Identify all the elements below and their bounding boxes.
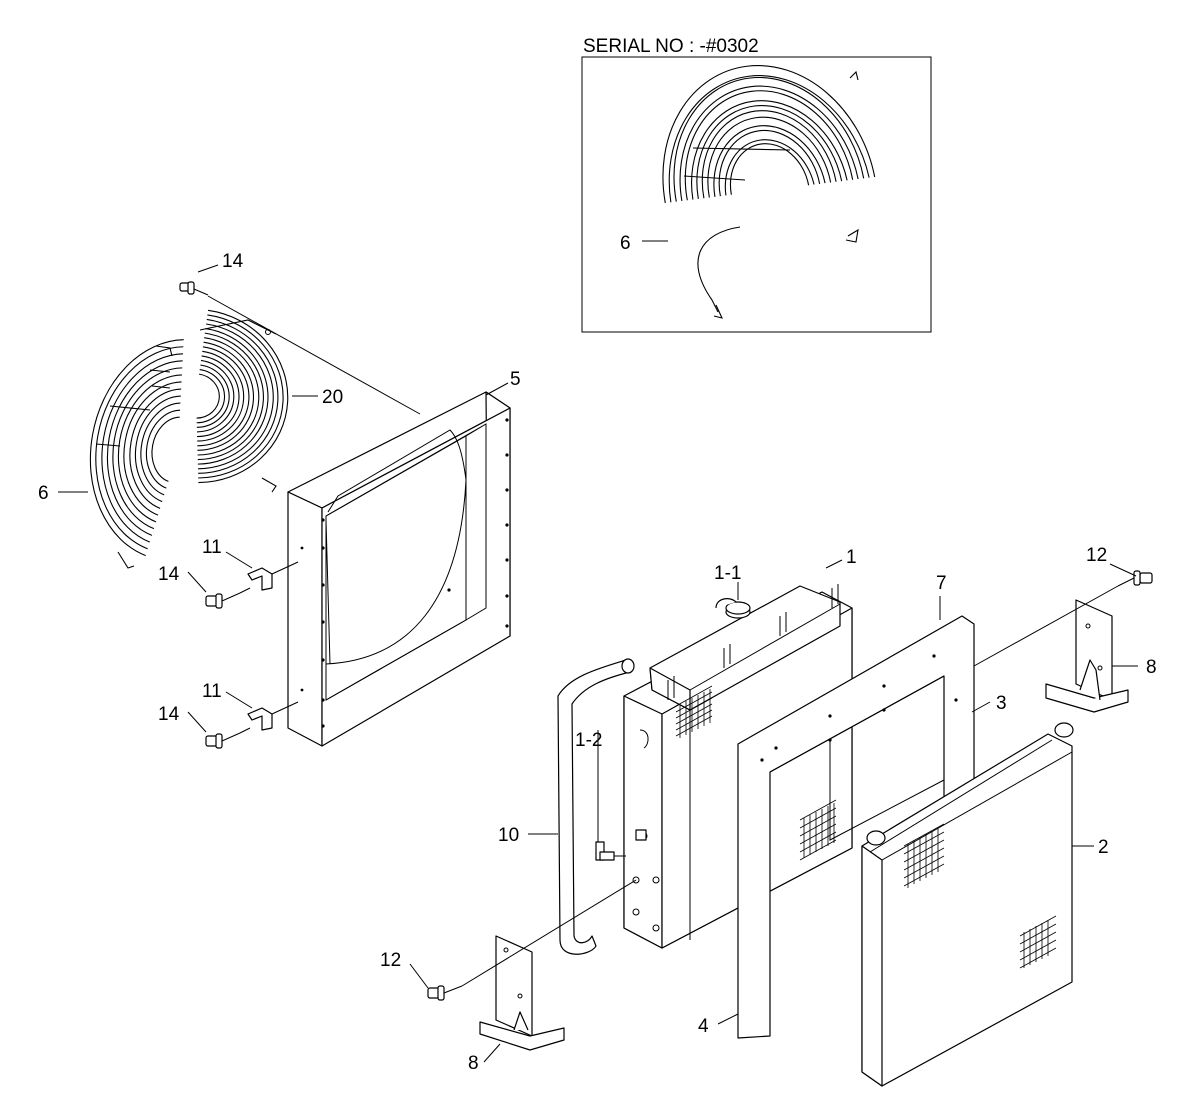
radiator-side-bolts [632,729,660,932]
label-20: 20 [322,387,343,408]
cooler-mesh [903,823,1057,969]
guard-ring [662,65,876,204]
label-5: 5 [510,369,521,390]
guard-ring [129,388,182,509]
bolt-14-top [179,281,421,415]
label-14-mid: 14 [158,564,180,585]
guard-ring [197,341,254,451]
bolt-12-right [973,570,1153,667]
cooler-2 [861,722,1074,1087]
fan-guard-20 [196,309,289,493]
inset-label-6: 6 [620,233,631,254]
guard-ring [196,369,226,424]
guard-ring [696,105,843,199]
label-11-lower: 11 [202,681,222,702]
label-8-left: 8 [468,1053,479,1074]
guard-ring [713,125,826,197]
guard-ring [89,339,184,557]
guard-ring [691,100,848,200]
guard-ring [117,374,182,523]
leader-lines [58,264,1138,1063]
inset-guard-rings [662,65,876,204]
label-11-upper: 11 [202,537,222,558]
label-1: 1 [846,547,857,568]
guard-ring [95,346,184,550]
bolt-14-mid [205,587,251,609]
label-4: 4 [698,1016,709,1037]
guard-ring [724,139,815,196]
guard-ring [197,346,250,447]
bracket-11-upper [247,561,299,591]
guard-ring [123,381,182,516]
guard-ring [198,309,289,484]
guard-ring [151,416,180,482]
guard-ring [701,110,837,199]
radiator-core-mesh [675,685,713,738]
guard-ring [198,314,284,479]
guard-ring [197,323,274,470]
guard-ring [729,143,810,195]
frame-plate-7 [737,615,975,1039]
hose-10 [557,658,635,955]
guard-ring [112,367,183,530]
label-1-2: 1-2 [575,730,602,751]
guard-ring [707,116,832,198]
guard-ring [684,90,854,201]
guard-ring [196,364,230,428]
serial-inset: SERIAL NO : -#0302 6 [581,36,932,333]
guard-ring [145,409,181,489]
guard-ring [673,76,865,202]
bracket-8-left [479,935,565,1051]
guard-ring [197,355,240,438]
label-14-low: 14 [158,704,180,725]
label-2: 2 [1098,837,1109,858]
radiator-cap [715,598,751,619]
guard-ring [197,328,269,465]
guard-ring [718,129,821,197]
guard-ring [106,360,183,536]
bracket-8-right [1045,599,1129,713]
bolt-12-left [427,879,637,1001]
guard-ring [197,332,264,461]
label-7: 7 [936,573,947,594]
label-8-right: 8 [1146,657,1157,678]
guard-ring [140,402,181,496]
guard-ring [668,75,870,203]
inset-frame [581,56,932,333]
fan-shroud-5 [287,391,511,747]
inset-title: SERIAL NO : -#0302 [583,36,759,57]
label-12-left: 12 [380,950,401,971]
guard-ring [198,318,279,474]
guard-ring [197,337,260,456]
part-labels: 14 20 5 6 11 14 11 14 1-1 1 7 12 8 3 1-2… [38,251,1157,1074]
guard-ring [196,373,220,419]
label-1-1: 1-1 [714,563,741,584]
guard-ring [101,353,183,543]
bracket-11-lower [247,701,299,731]
guard-ring [197,359,235,433]
label-6: 6 [38,483,49,504]
guard-ring [197,350,245,442]
frame-mesh [799,799,837,861]
bolt-14-low [205,727,251,749]
fan-guard-6 [89,339,184,569]
label-3: 3 [996,693,1007,714]
label-10: 10 [498,825,519,846]
label-12-right: 12 [1086,545,1107,566]
guard-ring [679,85,859,202]
guard-ring [134,395,181,503]
label-14-top: 14 [222,251,244,272]
radiator-tabs [667,584,839,700]
drain-valve-1-2 [595,841,626,861]
